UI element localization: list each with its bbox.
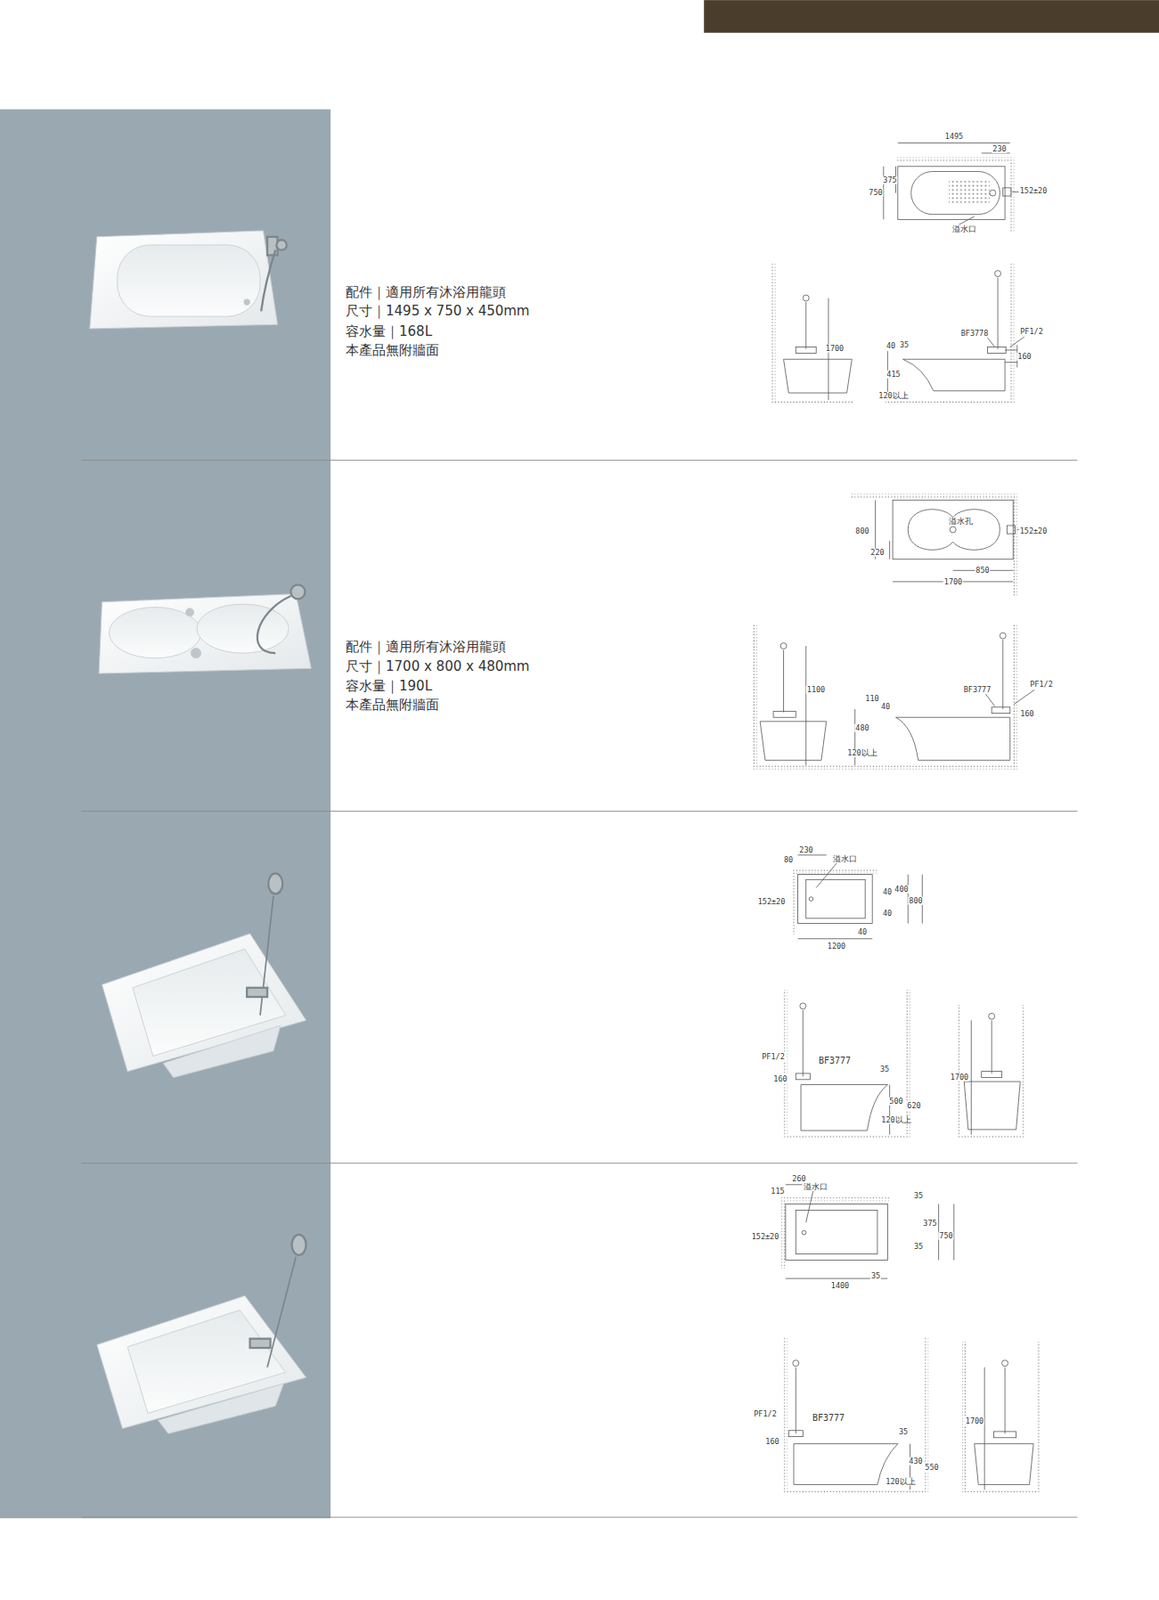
dimension-label: 溢水孔 [947, 517, 974, 526]
dimension-label: 160 [1019, 710, 1035, 719]
dimension-label: 1495 [944, 132, 964, 141]
dimension-label: 430 [907, 1457, 923, 1466]
spec-text: 容水量｜168L [345, 323, 433, 340]
dimension-label: BF3778 [960, 329, 990, 338]
dimension-label: 500 [888, 1097, 904, 1106]
dimension-label: BF3777 [963, 685, 993, 694]
dimension-label: 152±20 [1019, 187, 1049, 196]
dimension-label: 35 [879, 1065, 890, 1074]
dimension-label: 800 [907, 897, 923, 906]
dimension-label: 620 [905, 1101, 922, 1111]
dimension-label: 120以上 [846, 749, 878, 758]
dimension-label: 1700 [964, 1417, 985, 1426]
spec-text: 本產品無附牆面 [345, 342, 440, 359]
dimension-label: 1200 [826, 942, 847, 951]
dimension-label: 230 [991, 145, 1007, 154]
dimension-label: 110 [864, 694, 880, 703]
dimension-label: 40 [857, 928, 868, 937]
dimension-label: 1700 [949, 1073, 970, 1082]
spec-text: 容水量｜190L [345, 677, 433, 694]
dimension-label: PF1/2 [1028, 680, 1054, 689]
dimension-label: 750 [867, 188, 883, 197]
dimension-label: BF3777 [811, 1413, 846, 1423]
dimension-label: 1400 [830, 1281, 850, 1290]
dimension-label: 415 [885, 370, 901, 379]
dimension-label: 160 [1016, 352, 1032, 361]
spec-text: 本產品無附牆面 [345, 696, 440, 713]
dimension-label: 400 [893, 885, 909, 894]
dimension-label: 160 [772, 1075, 788, 1084]
dimension-label: 152±20 [1019, 527, 1049, 536]
dimension-label: 480 [854, 724, 870, 733]
dimension-label: 35 [913, 1191, 924, 1200]
dimension-label: 550 [923, 1463, 939, 1472]
dimension-label: 120以上 [884, 1477, 916, 1486]
dimension-label: 35 [898, 341, 910, 350]
dimension-label: 溢水口 [802, 1183, 829, 1192]
dimension-label: 800 [854, 527, 870, 536]
dimension-label: 80 [783, 856, 794, 865]
dimension-label: 40 [885, 342, 897, 351]
dimension-label: 溢水口 [832, 855, 858, 864]
dimension-label: 152±20 [750, 1232, 781, 1241]
dimension-label: 120以上 [880, 1116, 912, 1125]
dimension-label: 35 [913, 1242, 924, 1251]
dimension-label: 850 [974, 566, 990, 575]
dimension-label: 220 [869, 548, 885, 557]
dimension-label: 152±20 [757, 897, 787, 906]
dimension-label: PF1/2 [760, 1052, 786, 1062]
dimension-label: PF1/2 [752, 1410, 778, 1419]
dimension-label: 230 [798, 846, 814, 855]
dimension-label: 120以上 [877, 391, 909, 400]
spec-text: 配件｜適用所有沐浴用龍頭 [345, 284, 507, 301]
dimension-label: 260 [791, 1175, 807, 1184]
dimension-label: 115 [769, 1187, 785, 1196]
dimension-label: 35 [870, 1272, 882, 1281]
dimension-label: 溢水口 [951, 225, 978, 234]
dimension-label: 40 [881, 888, 893, 897]
dimension-label: 35 [897, 1428, 909, 1437]
dimension-label: 750 [938, 1232, 954, 1241]
dimension-label: PF1/2 [1019, 327, 1045, 336]
dimension-label: 40 [881, 909, 893, 918]
dimension-label: 160 [764, 1437, 780, 1446]
spec-text: 尺寸｜1495 x 750 x 450mm [345, 302, 530, 319]
dimension-label: 375 [922, 1219, 938, 1228]
dimension-label: 1100 [806, 685, 826, 694]
spec-text: 配件｜適用所有沐浴用龍頭 [345, 638, 507, 655]
dimension-label: 40 [880, 702, 891, 711]
spec-text: 尺寸｜1700 x 800 x 480mm [345, 658, 530, 675]
dimension-label: 375 [881, 176, 898, 185]
dimension-label: BF3777 [817, 1056, 852, 1066]
dimension-label: 1700 [943, 578, 964, 587]
dimension-label: 1700 [824, 344, 845, 353]
